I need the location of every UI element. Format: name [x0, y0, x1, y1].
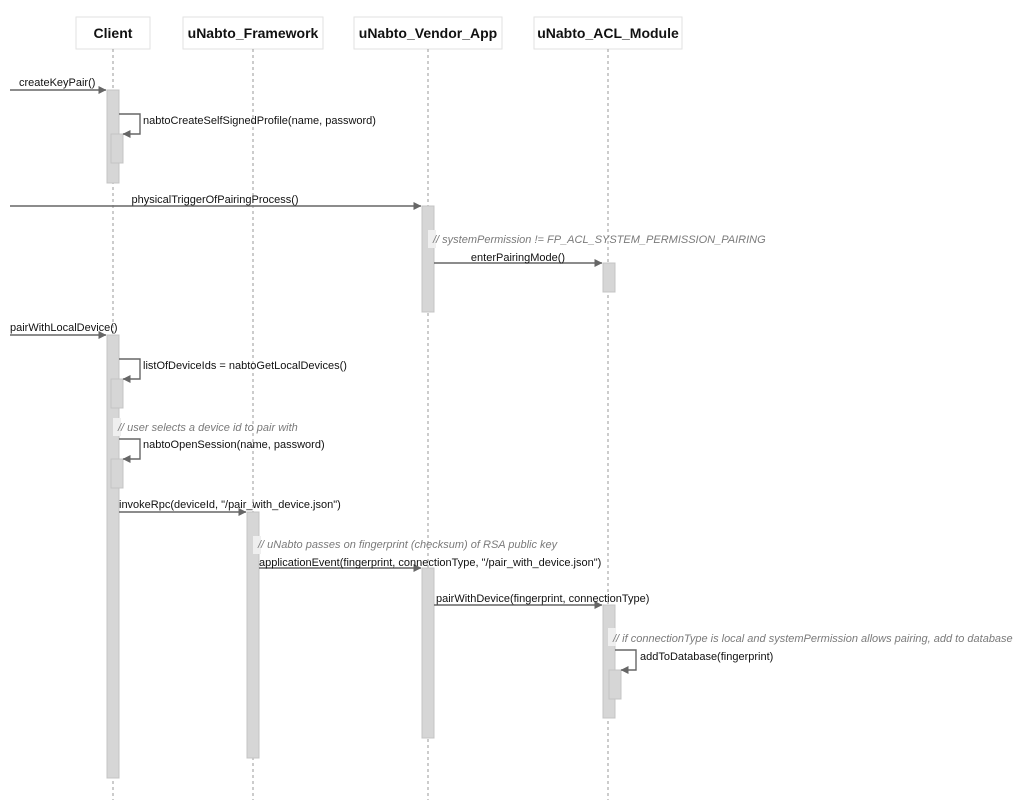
activation-bar-client-2-self-a: [110, 378, 124, 409]
message-label-get-local-devices: listOfDeviceIds = nabtoGetLocalDevices(): [143, 360, 347, 372]
message-label-application-event: applicationEvent(fingerprint, connection…: [259, 557, 601, 569]
activation-bar-client-1-self: [110, 133, 124, 164]
arrow-self-open-session: [119, 438, 141, 463]
message-label-add-to-database: addToDatabase(fingerprint): [640, 651, 773, 663]
activation-bar-client-2-self-b: [110, 458, 124, 489]
message-label-create-profile: nabtoCreateSelfSignedProfile(name, passw…: [143, 115, 376, 127]
participant-box-framework: [182, 16, 324, 50]
participant-label-client: Client: [94, 25, 133, 41]
message-label-pair-with-local-device: pairWithLocalDevice(): [10, 322, 118, 334]
activation-bar-acl-2-self: [608, 669, 622, 700]
activation-bar-acl-2: [602, 604, 616, 719]
participant-label-framework: uNabto_Framework: [188, 25, 319, 41]
activation-bar-vendor-2: [421, 567, 435, 739]
participant-box-acl: [533, 16, 683, 50]
note-add-to-database-condition: // if connectionType is local and system…: [612, 633, 1013, 645]
activation-bar-client-2: [106, 334, 120, 779]
note-marker-framework: [253, 536, 261, 554]
participant-label-acl: uNabto_ACL_Module: [537, 25, 679, 41]
note-system-permission: // systemPermission != FP_ACL_SYSTEM_PER…: [432, 234, 766, 246]
activation-bar-vendor-1: [421, 205, 435, 313]
participant-box-vendor: [353, 16, 503, 50]
arrow-self-add-to-database: [615, 649, 637, 674]
message-label-open-session: nabtoOpenSession(name, password): [143, 439, 325, 451]
arrow-self-create-profile: [119, 113, 141, 138]
message-label-pair-with-device: pairWithDevice(fingerprint, connectionTy…: [436, 593, 649, 605]
message-label-enter-pairing-mode: enterPairingMode(): [471, 252, 565, 264]
participant-label-vendor: uNabto_Vendor_App: [359, 25, 497, 41]
message-label-invoke-rpc: invokeRpc(deviceId, "/pair_with_device.j…: [119, 499, 341, 511]
note-fingerprint-passing: // uNabto passes on fingerprint (checksu…: [257, 539, 559, 551]
activation-bar-framework-1: [246, 511, 260, 759]
message-label-create-key-pair: createKeyPair(): [19, 77, 95, 89]
note-marker-client: [113, 418, 121, 436]
arrow-self-get-local-devices: [119, 358, 141, 383]
note-marker-acl: [608, 628, 616, 646]
note-marker-vendor: [428, 230, 436, 248]
message-label-physical-trigger: physicalTriggerOfPairingProcess(): [131, 194, 298, 206]
participant-box-client: [75, 16, 151, 50]
note-user-selects-device: // user selects a device id to pair with: [117, 422, 298, 434]
activation-bar-acl-1: [602, 262, 616, 293]
